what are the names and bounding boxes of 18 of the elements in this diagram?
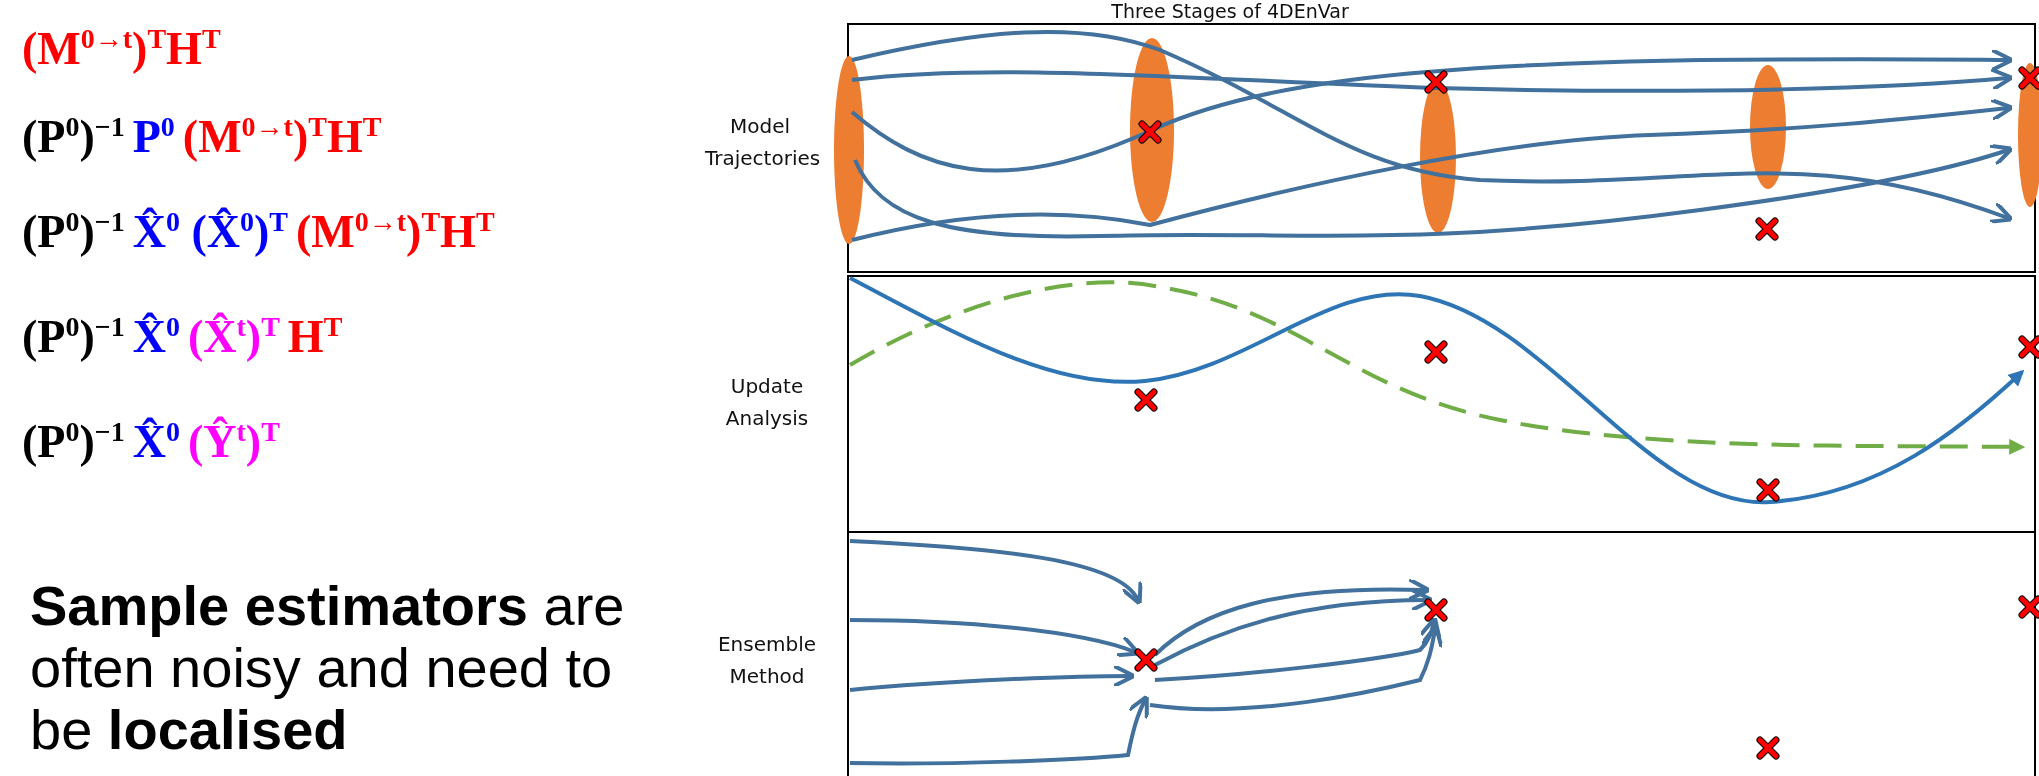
equation-term: (P$^{0}$)$^{−1}$ — [22, 206, 125, 257]
equation-term: (M$^{0→t}$)$^{T}$H$^{T}$ — [296, 206, 495, 257]
equation-term: X̂$^{0}$ — [132, 416, 180, 467]
equation-term: X̂$^{0}$ — [132, 311, 180, 362]
equation-term: X̂$^{0}$ (X̂$^{0}$)$^{T}$ — [132, 206, 288, 257]
equation-term: H$^{T}$ — [287, 311, 343, 362]
figure-title: Three Stages of 4DEnVar — [1110, 0, 1350, 22]
equation-term: (M$^{0→t}$)$^{T}$H$^{T}$ — [22, 23, 221, 74]
equation-term: (P$^{0}$)$^{−1}$ — [22, 416, 125, 467]
equation-term: (Ŷ$^{t}$)$^{T}$ — [187, 416, 280, 467]
panel-label: Update Analysis — [724, 373, 810, 432]
equation-term: P$^{0}$ — [132, 111, 175, 162]
equation-term: (P$^{0}$)$^{−1}$ — [22, 111, 125, 162]
note-text: Sample estimators are often noisy and need to be localised — [30, 575, 626, 761]
equation-term: (X̂$^{t}$)$^{T}$ — [187, 311, 280, 362]
panel-label: Ensemble Method — [716, 631, 818, 690]
equation-term: (M$^{0→t}$)$^{T}$H$^{T}$ — [182, 111, 382, 162]
equation-term: (P$^{0}$)$^{−1}$ — [22, 311, 125, 362]
